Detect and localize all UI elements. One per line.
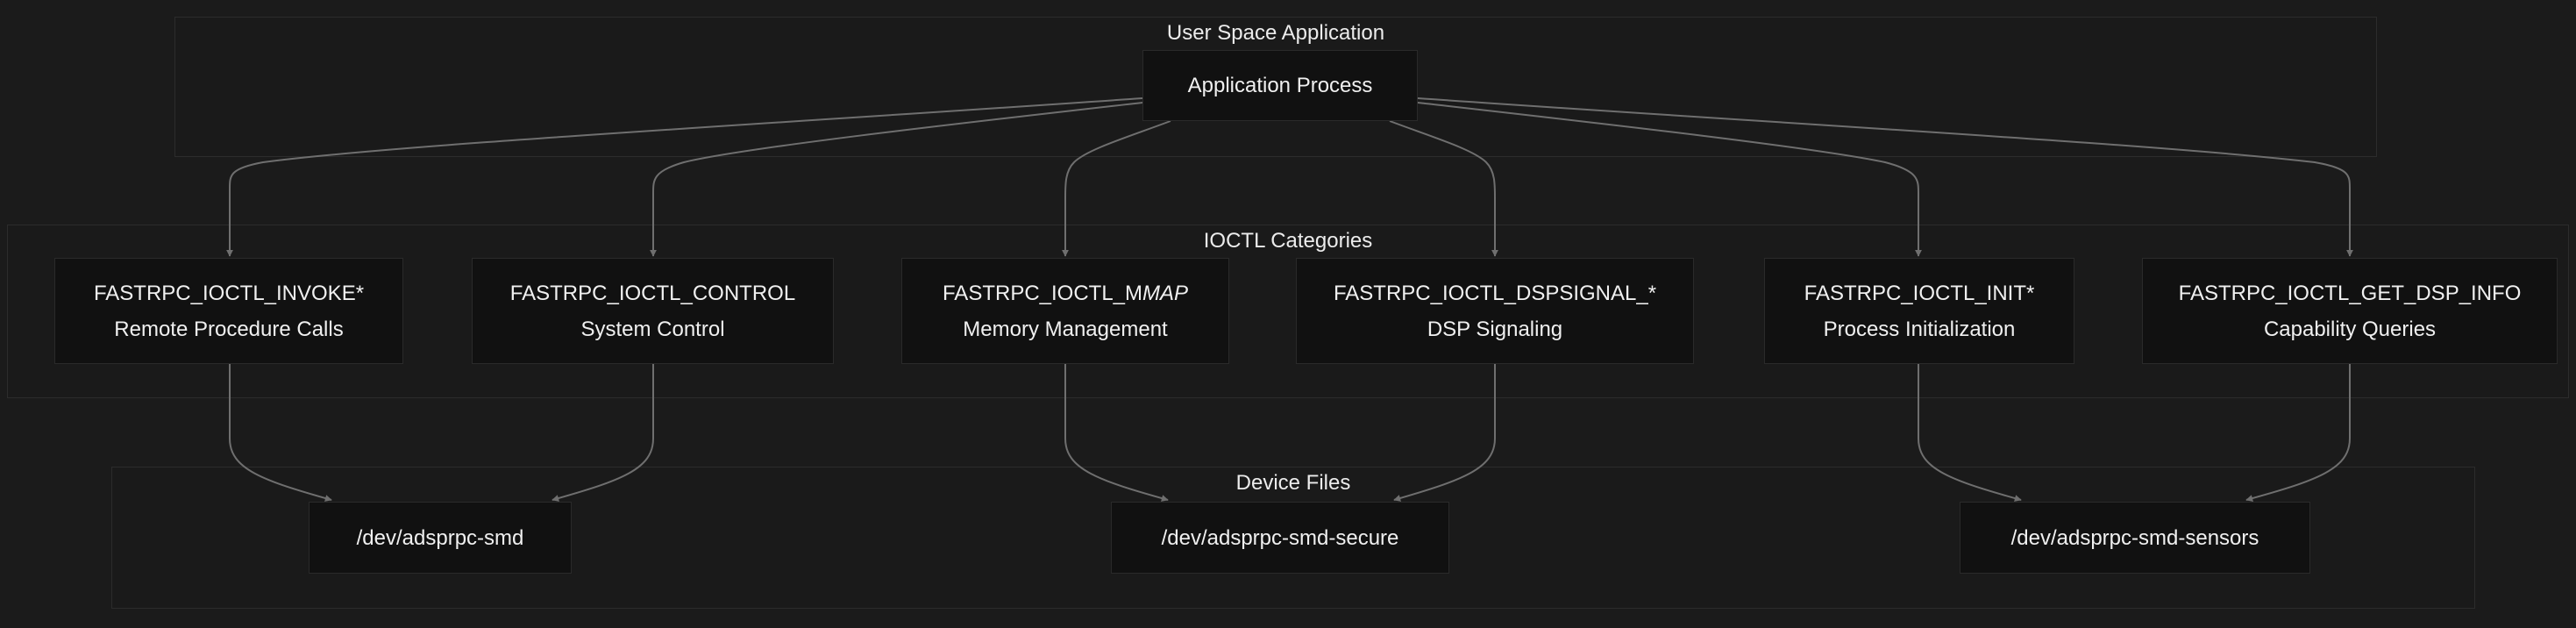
node-ioctl-init-name: FASTRPC_IOCTL_INIT* bbox=[1804, 281, 2035, 305]
edge-app-to-control bbox=[650, 102, 1143, 257]
node-ioctl-dspsignal: FASTRPC_IOCTL_DSPSIGNAL_* DSP Signaling bbox=[1296, 258, 1694, 364]
node-device-adsprpc-smd-secure-label: /dev/adsprpc-smd-secure bbox=[1161, 525, 1399, 550]
node-device-adsprpc-smd-label: /dev/adsprpc-smd bbox=[356, 525, 524, 550]
edge-getinfo-to-smd-sensors bbox=[2245, 364, 2351, 502]
node-ioctl-control-name: FASTRPC_IOCTL_CONTROL bbox=[509, 281, 796, 305]
node-ioctl-get-dsp-info: FASTRPC_IOCTL_GET_DSP_INFO Capability Qu… bbox=[2142, 258, 2558, 364]
edge-mmap-to-smd-secure bbox=[1064, 364, 1169, 502]
node-ioctl-init-description: Process Initialization bbox=[1823, 317, 2016, 341]
edge-app-to-init bbox=[1417, 102, 1922, 257]
node-ioctl-invoke: FASTRPC_IOCTL_INVOKE* Remote Procedure C… bbox=[54, 258, 403, 364]
node-ioctl-dspsignal-name: FASTRPC_IOCTL_DSPSIGNAL_* bbox=[1333, 281, 1657, 305]
node-device-adsprpc-smd-sensors-label: /dev/adsprpc-smd-sensors bbox=[2010, 525, 2259, 550]
node-device-adsprpc-smd: /dev/adsprpc-smd bbox=[309, 502, 572, 574]
node-ioctl-control-description: System Control bbox=[580, 317, 725, 341]
node-ioctl-mmap-description: Memory Management bbox=[963, 317, 1168, 341]
edge-invoke-to-smd bbox=[229, 364, 332, 502]
edge-init-to-smd-sensors bbox=[1918, 364, 2022, 502]
node-device-adsprpc-smd-sensors: /dev/adsprpc-smd-sensors bbox=[1960, 502, 2310, 574]
node-ioctl-mmap: FASTRPC_IOCTL_MMAP Memory Management bbox=[901, 258, 1229, 364]
node-device-adsprpc-smd-secure: /dev/adsprpc-smd-secure bbox=[1111, 502, 1449, 574]
group-title-device-files: Device Files bbox=[1235, 471, 1351, 495]
edge-app-to-mmap bbox=[1062, 120, 1171, 257]
node-ioctl-invoke-description: Remote Procedure Calls bbox=[114, 317, 344, 341]
node-ioctl-mmap-name-italic: MAP bbox=[1142, 281, 1189, 305]
node-ioctl-invoke-name: FASTRPC_IOCTL_INVOKE* bbox=[93, 281, 365, 305]
edge-app-to-dspsignal bbox=[1389, 120, 1498, 257]
node-ioctl-init: FASTRPC_IOCTL_INIT* Process Initializati… bbox=[1764, 258, 2074, 364]
node-ioctl-mmap-name-prefix: FASTRPC_IOCTL_M bbox=[942, 281, 1143, 305]
edge-control-to-smd bbox=[551, 364, 654, 502]
edge-dspsignal-to-smd-secure bbox=[1393, 364, 1496, 502]
node-ioctl-mmap-name: FASTRPC_IOCTL_MMAP bbox=[943, 275, 1188, 311]
edge-app-to-invoke bbox=[226, 97, 1143, 257]
group-title-user-space: User Space Application bbox=[1166, 21, 1385, 45]
node-ioctl-dspsignal-description: DSP Signaling bbox=[1427, 317, 1563, 341]
node-ioctl-get-dsp-info-name: FASTRPC_IOCTL_GET_DSP_INFO bbox=[2178, 281, 2522, 305]
edge-app-to-getinfo bbox=[1417, 97, 2353, 257]
node-application-process-label: Application Process bbox=[1187, 74, 1373, 97]
node-application-process: Application Process bbox=[1142, 50, 1418, 121]
group-title-ioctl-categories: IOCTL Categories bbox=[1203, 229, 1373, 253]
node-ioctl-control: FASTRPC_IOCTL_CONTROL System Control bbox=[472, 258, 834, 364]
node-ioctl-get-dsp-info-description: Capability Queries bbox=[2263, 317, 2437, 341]
